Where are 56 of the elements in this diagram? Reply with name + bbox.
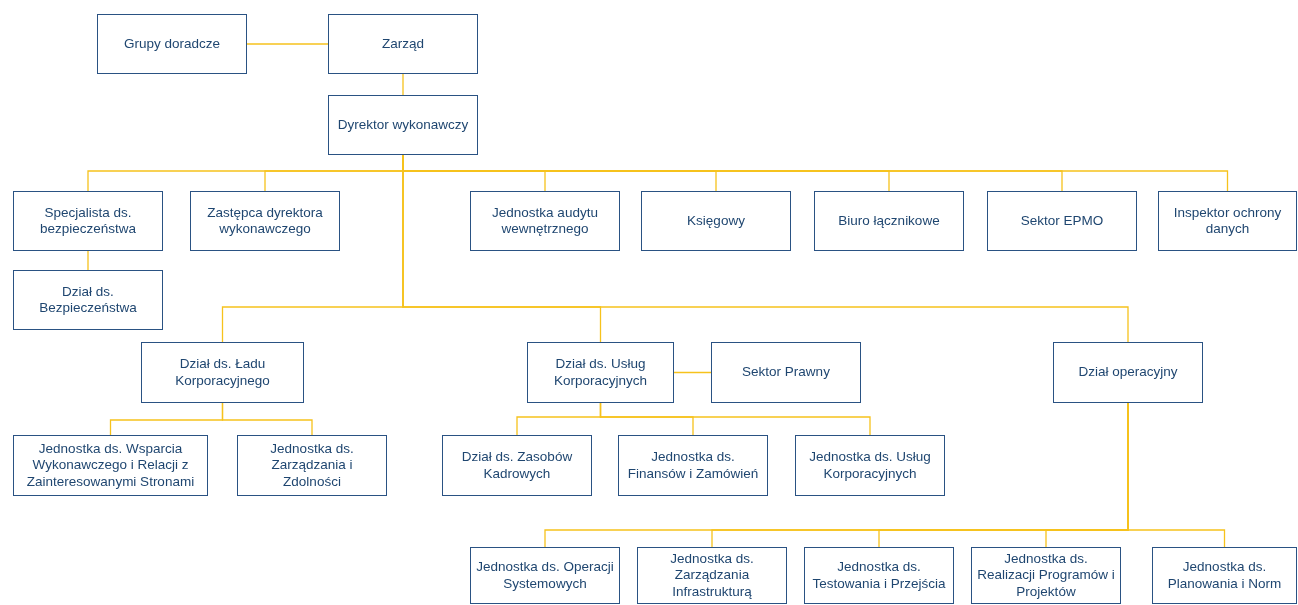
unit-name: Jednostka ds. Operacji Systemowych	[475, 559, 615, 592]
connector-line	[402, 73, 404, 96]
unit-name: Jednostka ds. Finansów i Zamówień	[626, 449, 760, 482]
org-box	[328, 14, 478, 74]
connector-line	[673, 371, 712, 374]
org-box	[527, 342, 674, 403]
unit-name: Sektor Prawny	[742, 364, 830, 381]
org-box	[442, 435, 592, 496]
org-box	[637, 547, 787, 604]
org-box	[13, 270, 163, 330]
connector-line	[87, 250, 89, 271]
unit-name: Dział ds. Usług Korporacyjnych	[552, 356, 648, 389]
org-box	[13, 435, 208, 496]
unit-name: Jednostka ds. Wsparcia Wykonawczego i Relacji z Zainteresowanymi Stronami	[25, 441, 196, 490]
org-box	[470, 547, 620, 604]
unit-name: Grupy doradcze	[123, 35, 221, 53]
unit-name: Jednostka audytu wewnętrznego	[491, 204, 599, 238]
org-box	[13, 191, 163, 251]
unit-name: Inspektor ochrony danych	[1172, 204, 1283, 238]
org-box	[328, 95, 478, 155]
org-box	[814, 191, 964, 251]
org-box	[1152, 547, 1297, 604]
unit-name: Jednostka ds. Planowania i Norm	[1166, 559, 1283, 592]
unit-name: Biuro łącznikowe	[838, 212, 940, 230]
org-box	[641, 191, 791, 251]
unit-name: Dyrektor wykonawczy	[337, 116, 469, 134]
org-box	[470, 191, 620, 251]
org-box	[141, 342, 304, 403]
unit-name: Jednostka ds. Zarządzania i Zdolności	[269, 441, 355, 490]
org-box	[804, 547, 954, 604]
connector-line	[221, 402, 313, 436]
org-box	[987, 191, 1137, 251]
connector-line	[599, 402, 871, 436]
org-box	[190, 191, 340, 251]
org-box	[711, 342, 861, 403]
unit-name: Księgowy	[687, 212, 745, 230]
unit-name: Zastępca dyrektora wykonawczego	[206, 204, 324, 238]
org-box	[237, 435, 387, 496]
unit-name: Jednostka ds. Zarządzania Infrastrukturą	[669, 551, 755, 600]
org-box	[1053, 342, 1203, 403]
unit-name: Jednostka ds. Realizacji Programów i Projektów	[976, 551, 1116, 600]
org-box	[97, 14, 247, 74]
unit-name: Specjalista ds. bezpieczeństwa	[38, 204, 138, 238]
unit-name: Jednostka ds. Usług Korporacyjnych	[808, 449, 932, 482]
org-box	[1158, 191, 1297, 251]
connector-line	[246, 43, 329, 45]
unit-name: Sektor EPMO	[1020, 212, 1104, 230]
unit-name: Jednostka ds. Testowania i Przejścia	[811, 559, 947, 592]
unit-name: Dział ds. Zasobów Kadrowych	[460, 449, 574, 482]
org-box	[618, 435, 768, 496]
unit-name: Dział ds. Ładu Korporacyjnego	[174, 356, 271, 389]
unit-name: Dział ds. Bezpieczeństwa	[38, 283, 138, 317]
unit-name: Zarząd	[382, 35, 424, 53]
connector-line	[1127, 402, 1226, 548]
unit-name: Dział operacyjny	[1078, 364, 1178, 381]
org-box	[795, 435, 945, 496]
